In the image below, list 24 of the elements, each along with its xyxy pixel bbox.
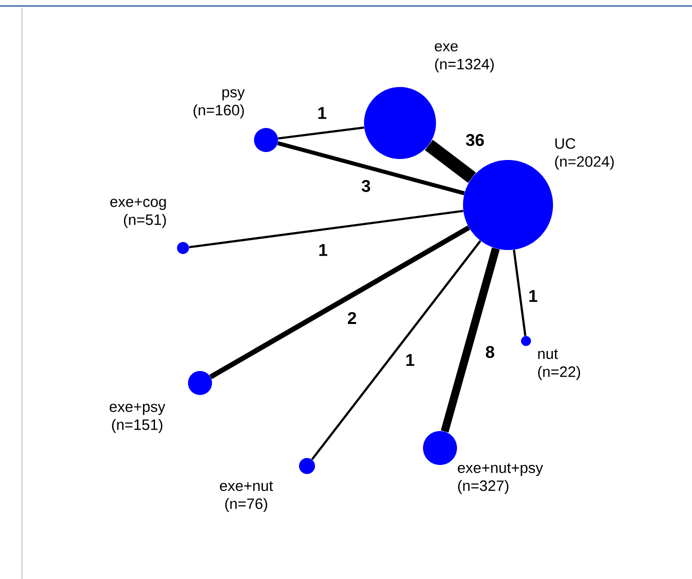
node-label: exe+nut+psy (n=327) <box>458 463 544 494</box>
edge-label: 36 <box>464 132 486 148</box>
edge-line <box>189 210 464 248</box>
node-label: exe+nut (n=76) <box>220 481 273 512</box>
node-label: nut (n=22) <box>538 349 580 380</box>
node-label: exe (n=1324) <box>434 43 494 72</box>
node-label: psy (n=160) <box>194 89 245 118</box>
node-label: exe+psy (n=151) <box>110 403 166 433</box>
edge-label: 1 <box>317 243 329 257</box>
edge-label: 1 <box>527 289 539 303</box>
edge-line <box>277 141 465 196</box>
edge-label: 3 <box>360 178 372 194</box>
edge-label: 1 <box>316 106 328 120</box>
edge-label: 1 <box>404 353 416 367</box>
edge-line <box>512 250 526 336</box>
edge-line <box>278 126 364 140</box>
edge-line <box>209 225 470 380</box>
edge-label: 2 <box>346 311 358 325</box>
edge-line <box>440 247 500 433</box>
edge-line <box>311 240 482 460</box>
edge-line <box>424 140 476 183</box>
node-label: exe+cog (n=51) <box>110 198 166 228</box>
edge-label: 8 <box>484 344 496 360</box>
node-label: UC (n=2024) <box>555 138 614 170</box>
